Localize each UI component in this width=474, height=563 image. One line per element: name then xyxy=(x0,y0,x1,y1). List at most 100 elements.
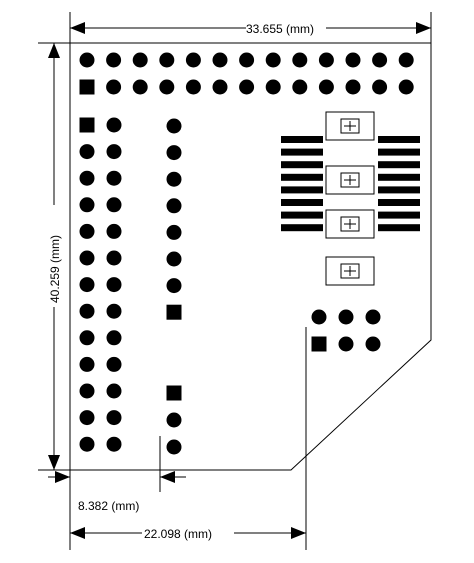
mid-column-pad xyxy=(166,251,182,267)
width-dimension-label: 33.655 (mm) xyxy=(246,22,314,36)
header-top-pad xyxy=(345,52,361,68)
mid-column-square-pad xyxy=(166,385,182,401)
header-top-pad xyxy=(318,52,334,68)
smd-pad-right xyxy=(378,186,420,194)
mid-column-pad xyxy=(166,118,182,134)
left-header-pad xyxy=(106,356,122,372)
left-header-pad xyxy=(106,117,122,133)
smd-pad-left xyxy=(281,186,323,194)
header-top-pad xyxy=(185,79,201,95)
left-header-pad xyxy=(106,197,122,213)
header-top-pad xyxy=(132,52,148,68)
smd-pad-left xyxy=(281,224,323,232)
left-header-pad xyxy=(79,144,95,160)
left-header-pad xyxy=(79,223,95,239)
mid-column-pad xyxy=(166,412,182,428)
mid-column-square-pad xyxy=(166,304,182,320)
smd-pad-left xyxy=(281,199,323,206)
left-header-pad xyxy=(79,330,95,346)
smd-pad-left xyxy=(281,161,323,169)
left-header-pad xyxy=(79,197,95,213)
smd-footprint xyxy=(281,136,420,232)
smd-pad-right xyxy=(378,211,420,219)
mid-column-pad xyxy=(166,439,182,455)
header-top-pad xyxy=(212,79,228,95)
left-header-pad xyxy=(106,170,122,186)
header-top-pad xyxy=(318,79,334,95)
header-top-pad xyxy=(132,79,148,95)
small-header-pad xyxy=(365,336,381,352)
left-header-pad xyxy=(79,170,95,186)
left-header-pad xyxy=(79,383,95,399)
header-top-pad xyxy=(345,79,361,95)
mid-column-pad xyxy=(166,145,182,161)
mid-column-pad xyxy=(166,198,182,214)
header-top-pad xyxy=(106,52,122,68)
smd-pad-left xyxy=(281,173,323,181)
left-header-pad xyxy=(79,436,95,452)
header-top-pad xyxy=(372,52,388,68)
left-header-pad xyxy=(79,250,95,266)
small-header-pad xyxy=(365,309,381,325)
pads-layer xyxy=(79,52,414,455)
height-dimension-label: 40.259 (mm) xyxy=(48,235,62,303)
offset-small-dimension: 8.382 (mm) xyxy=(48,436,186,550)
smd-pad-left xyxy=(281,136,323,143)
header-top-pad xyxy=(185,52,201,68)
offset-small-label: 8.382 (mm) xyxy=(78,499,139,513)
left-header-pad xyxy=(79,410,95,426)
offset-large-label: 22.098 (mm) xyxy=(144,527,212,541)
left-header-pad xyxy=(106,410,122,426)
left-header-pad xyxy=(106,144,122,160)
small-header-pad xyxy=(338,336,354,352)
small-header-pad xyxy=(311,309,327,325)
left-header-pin1-square-pad xyxy=(79,117,95,133)
smd-pad-right xyxy=(378,161,420,169)
left-header-pad xyxy=(106,277,122,293)
left-header-pad xyxy=(79,303,95,319)
header-top-pad xyxy=(292,79,308,95)
header-top-pad xyxy=(398,79,414,95)
small-header-pad xyxy=(338,309,354,325)
small-header-pin1-square-pad xyxy=(311,336,327,352)
offset-large-dimension: 22.098 (mm) xyxy=(70,327,307,550)
left-header-pad xyxy=(106,223,122,239)
header-top-pad xyxy=(79,52,95,68)
header-top-pad xyxy=(372,79,388,95)
header-top-pad xyxy=(239,52,255,68)
mid-column-pad xyxy=(166,278,182,294)
header-top-pad xyxy=(265,79,281,95)
header-top-pad xyxy=(239,79,255,95)
component-outline xyxy=(325,209,375,239)
smd-pad-right xyxy=(378,199,420,206)
smd-pad-right xyxy=(378,173,420,181)
header-top-pad xyxy=(292,52,308,68)
header-top-pad xyxy=(265,52,281,68)
mid-column-pad xyxy=(166,224,182,240)
smd-pad-right xyxy=(378,136,420,143)
left-header-pad xyxy=(106,383,122,399)
height-dimension: 40.259 (mm) xyxy=(38,42,70,471)
smd-pad-left xyxy=(281,148,323,156)
header-top-pad xyxy=(212,52,228,68)
component-marks xyxy=(325,111,375,286)
header-top-pad xyxy=(398,52,414,68)
mid-column-pad xyxy=(166,171,182,187)
smd-pad-right xyxy=(378,148,420,156)
smd-pad-left xyxy=(281,211,323,219)
header-top-pad xyxy=(106,79,122,95)
header-top-pad xyxy=(159,52,175,68)
left-header-pad xyxy=(106,436,122,452)
left-header-pad xyxy=(106,303,122,319)
left-header-pad xyxy=(106,330,122,346)
left-header-pad xyxy=(79,277,95,293)
header-pin1-square-pad xyxy=(79,79,95,95)
left-header-pad xyxy=(79,356,95,372)
left-header-pad xyxy=(106,250,122,266)
smd-pad-right xyxy=(378,224,420,232)
width-dimension: 33.655 (mm) xyxy=(69,12,432,43)
board-outline xyxy=(69,42,432,471)
header-top-pad xyxy=(159,79,175,95)
